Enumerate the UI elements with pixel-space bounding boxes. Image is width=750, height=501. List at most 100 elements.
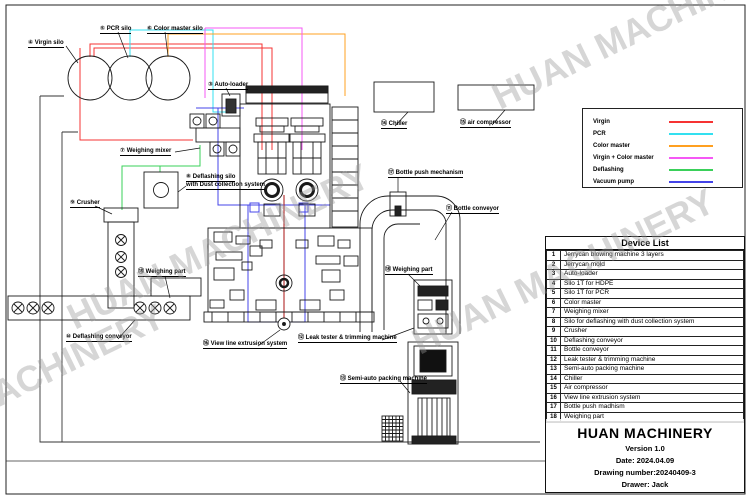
device-name: Silo 1T for PCR [560,288,744,299]
device-no: 6 [546,297,561,308]
crusher [103,207,139,309]
legend-row: Color master [583,140,742,152]
label-bottle-conveyor: ⑪ Bottle conveyor [446,206,500,214]
device-name: Jerrycan blowing machine 3 layers [560,250,744,261]
legend-vacuum-line [669,181,713,183]
legend-label: Virgin [593,119,610,125]
label-weighing-mixer: ⑦ Weighing mixer [120,148,172,156]
device-no: 15 [546,383,561,394]
virgin-silo [67,55,113,101]
legend-mix-line [669,157,713,159]
deflashing-line [121,145,201,210]
device-no: 2 [546,259,561,270]
extruder-1 [253,117,291,217]
conveyor-rollers [11,301,177,315]
device-name: Bottle conveyor [560,345,744,356]
legend-label: Vacuum pump [593,179,635,185]
device-no: 14 [546,373,561,384]
deflashing-silo [143,171,179,209]
label-semi-auto-packing: ⑬ Semi-auto packing machine [340,376,428,384]
device-no: 8 [546,316,561,327]
weighing-mixer [189,113,241,157]
leak-tester-machine [413,279,453,335]
device-no: 7 [546,307,561,318]
device-name: Jerrycan mold [560,259,744,270]
label-crusher: ⑨ Crusher [70,200,100,208]
version-text: Version 1.0 [625,444,665,453]
device-no: 1 [546,250,561,261]
mix-line-a [205,27,303,150]
legend-row: PCR [583,128,742,140]
legend-pcr-line [669,133,713,135]
machine-stairs [331,106,359,228]
pcr-line [129,29,226,113]
device-no: 4 [546,278,561,289]
label-virgin-silo: ④ Virgin silo [28,40,64,48]
drawer-text: Drawer: Jack [621,480,669,489]
device-name: Color master [560,297,744,308]
jerrycan-blowing-machine [203,85,375,331]
legend-row: Vacuum pump [583,176,742,188]
device-name: Silo 1T for HDPE [560,278,744,289]
vacuum-pump-1 [249,202,260,213]
sheet-border [5,4,746,495]
deflashing-conveyor [7,277,202,321]
device-no: 9 [546,326,561,337]
legend-label: Virgin + Color master [593,155,654,161]
color-master-silo [145,55,191,101]
title-block: HUAN MACHINERY Version 1.0 Date: 2024.04… [545,419,745,493]
pallet-grid [381,415,404,442]
label-pcr-silo: ⑤ PCR silo [100,26,132,34]
device-name: Air compressor [560,383,744,394]
date-text: Date: 2024.04.09 [615,456,675,465]
device-no: 13 [546,364,561,375]
device-no: 12 [546,354,561,365]
legend-row: Virgin [583,116,742,128]
label-air-compressor: ⑮ air compressor [460,120,512,128]
chiller [373,81,435,113]
device-name: Silo for deflashing with dust collection… [560,316,744,327]
legend-row: Deflashing [583,164,742,176]
virgin-line-b [93,47,273,150]
device-no: 16 [546,392,561,403]
bottle-conveyor [359,195,461,334]
device-no: 5 [546,288,561,299]
pcr-silo [107,55,153,101]
legend-deflashing-line [669,169,713,171]
label-deflashing-silo: ⑧ Deflashing silo with Dust collection s… [186,174,266,190]
device-name: Bottle push madhism [560,402,744,413]
legend-row: Virgin + Color master [583,152,742,164]
crusher-fans [115,234,127,278]
label-weighing-part-right: ⑱ Weighing part [385,267,433,275]
legend-label: PCR [593,131,606,137]
virgin-line-a [89,43,263,150]
extruder-2 [288,117,326,217]
device-name: Auto-loader [560,269,744,280]
label-deflashing-conveyor: ⑩ Deflashing conveyor [66,334,132,342]
device-list-title: Device List [546,237,744,250]
legend-color-master-line [669,145,713,147]
machine-base [203,227,375,331]
line-legend: Virgin PCR Color master Virgin + Color m… [582,108,743,188]
material-lines [79,27,346,323]
device-no: 17 [546,402,561,413]
device-name: Deflashing conveyor [560,335,744,346]
drawing-number-text: Drawing number:20240409-3 [594,468,696,477]
air-compressor [457,84,535,111]
